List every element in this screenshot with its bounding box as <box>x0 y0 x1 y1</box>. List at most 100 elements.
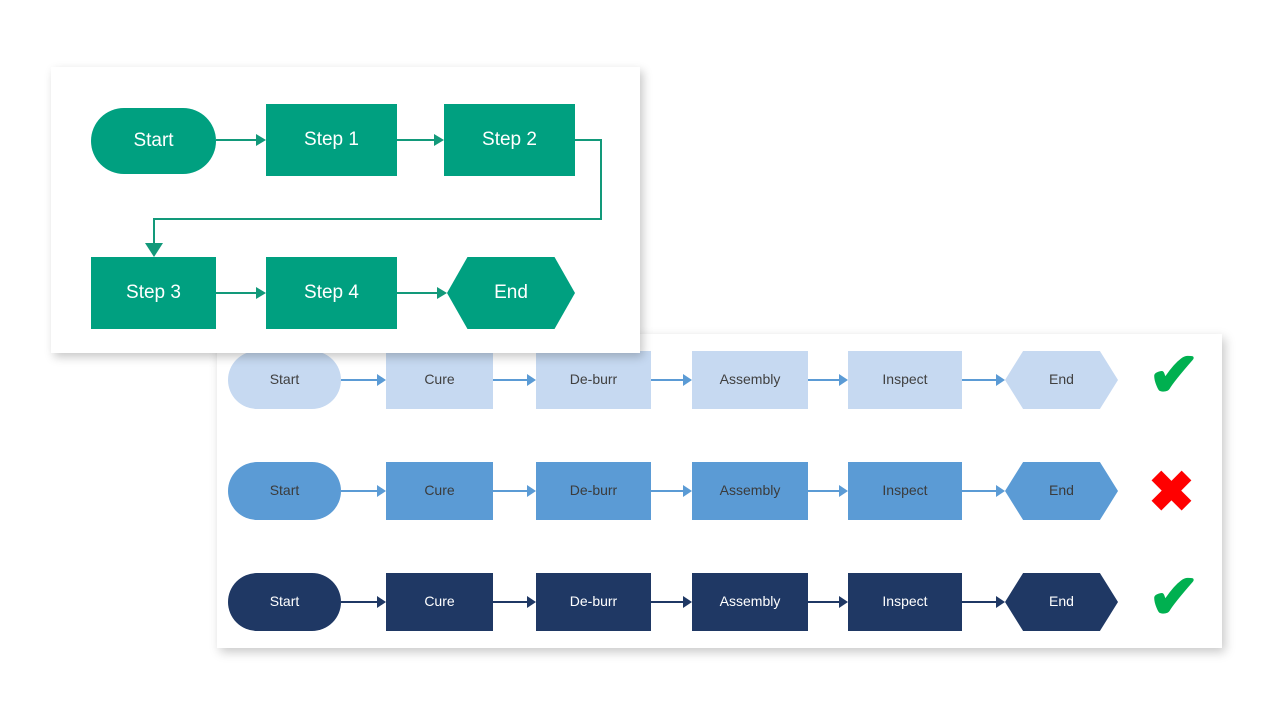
connector-row-light-3 <box>808 368 848 392</box>
connector-line <box>962 601 996 603</box>
connector-line <box>397 139 434 141</box>
flow-node-step3[interactable]: Step 3 <box>91 257 216 329</box>
flow-node-label: End <box>494 281 528 303</box>
verdict-check-icon: ✔ <box>1148 563 1200 632</box>
flow-node-start[interactable]: Start <box>91 108 216 174</box>
connector-line <box>651 490 683 492</box>
arrow-head-icon <box>377 485 386 497</box>
connector-step3-to-step4 <box>216 281 266 305</box>
process-node-label: Inspect <box>882 593 928 610</box>
process-node-row-dark-assembly[interactable]: Assembly <box>692 573 808 631</box>
process-node-label: Start <box>269 593 300 610</box>
arrow-head-icon <box>434 134 444 146</box>
process-node-label: End <box>1049 593 1074 610</box>
arrow-head-icon <box>996 596 1005 608</box>
connector-line <box>808 490 839 492</box>
process-node-row-medium-assembly[interactable]: Assembly <box>692 462 808 520</box>
connector-row-medium-4 <box>962 479 1005 503</box>
connector-line <box>397 292 437 294</box>
arrow-head-icon <box>996 485 1005 497</box>
arrow-head-icon <box>683 485 692 497</box>
connector-start-to-step1 <box>216 128 266 152</box>
process-node-label: Cure <box>424 482 455 499</box>
process-node-row-medium-end[interactable]: End <box>1005 462 1118 520</box>
arrow-head-icon <box>527 374 536 386</box>
connector-row-dark-4 <box>962 590 1005 614</box>
flow-node-label: Step 4 <box>304 281 359 303</box>
connector-line <box>493 601 527 603</box>
connector-row-dark-3 <box>808 590 848 614</box>
process-node-row-light-assembly[interactable]: Assembly <box>692 351 808 409</box>
arrow-head-icon <box>683 596 692 608</box>
process-node-label: De-burr <box>569 482 618 499</box>
connector-row-medium-0 <box>341 479 386 503</box>
process-node-row-light-end[interactable]: End <box>1005 351 1118 409</box>
connector-line <box>808 601 839 603</box>
connector-line <box>962 490 996 492</box>
process-node-label: Start <box>269 371 300 388</box>
connector-row-dark-1 <box>493 590 536 614</box>
connector-line <box>216 139 256 141</box>
connector-line <box>808 379 839 381</box>
process-node-row-light-start[interactable]: Start <box>228 351 341 409</box>
connector-line <box>216 292 256 294</box>
flow-node-step4[interactable]: Step 4 <box>266 257 397 329</box>
flow-node-step1[interactable]: Step 1 <box>266 104 397 176</box>
connector-row-light-4 <box>962 368 1005 392</box>
flow-node-step2[interactable]: Step 2 <box>444 104 575 176</box>
process-node-row-medium-start[interactable]: Start <box>228 462 341 520</box>
process-node-label: Inspect <box>882 482 928 499</box>
flow-node-label: Step 2 <box>482 128 537 150</box>
connector-line <box>341 490 377 492</box>
process-node-label: End <box>1049 371 1074 388</box>
connector-step4-to-end <box>397 281 447 305</box>
connector-row-dark-2 <box>651 590 692 614</box>
connector-row-medium-3 <box>808 479 848 503</box>
arrow-head-icon <box>527 485 536 497</box>
process-node-row-dark-start[interactable]: Start <box>228 573 341 631</box>
process-node-label: Inspect <box>882 371 928 388</box>
verdict-check-icon: ✔ <box>1148 341 1200 410</box>
connector-line <box>341 379 377 381</box>
verdict-cross-icon: ✖ <box>1148 460 1195 523</box>
arrow-head-icon <box>683 374 692 386</box>
process-node-label: Assembly <box>719 482 781 499</box>
process-node-row-medium-deburr[interactable]: De-burr <box>536 462 651 520</box>
process-node-row-dark-cure[interactable]: Cure <box>386 573 493 631</box>
process-node-row-medium-inspect[interactable]: Inspect <box>848 462 962 520</box>
arrow-head-icon <box>527 596 536 608</box>
process-node-row-dark-inspect[interactable]: Inspect <box>848 573 962 631</box>
connector-line <box>962 379 996 381</box>
process-node-label: Start <box>269 482 300 499</box>
process-node-row-light-cure[interactable]: Cure <box>386 351 493 409</box>
process-node-label: Assembly <box>719 593 781 610</box>
connector-row-light-2 <box>651 368 692 392</box>
connector-line <box>341 601 377 603</box>
connector-row-light-0 <box>341 368 386 392</box>
connector-line <box>493 490 527 492</box>
flow-node-label: Start <box>133 129 174 151</box>
arrow-head-icon <box>377 374 386 386</box>
process-node-label: End <box>1049 482 1074 499</box>
arrow-head-icon <box>839 485 848 497</box>
process-node-label: Cure <box>424 593 455 610</box>
arrow-head-icon <box>996 374 1005 386</box>
connector-row-medium-2 <box>651 479 692 503</box>
arrow-head-icon <box>437 287 447 299</box>
process-node-row-dark-end[interactable]: End <box>1005 573 1118 631</box>
process-node-label: De-burr <box>569 371 618 388</box>
connector-row-light-1 <box>493 368 536 392</box>
process-node-row-dark-deburr[interactable]: De-burr <box>536 573 651 631</box>
process-node-row-medium-cure[interactable]: Cure <box>386 462 493 520</box>
arrow-head-icon <box>839 596 848 608</box>
arrow-head-icon <box>256 134 266 146</box>
flow-node-end[interactable]: End <box>447 257 575 329</box>
process-node-row-light-deburr[interactable]: De-burr <box>536 351 651 409</box>
connector-row-dark-0 <box>341 590 386 614</box>
connector-step1-to-step2 <box>397 128 444 152</box>
arrow-head-icon <box>256 287 266 299</box>
flow-node-label: Step 1 <box>304 128 359 150</box>
connector-line <box>493 379 527 381</box>
process-node-row-light-inspect[interactable]: Inspect <box>848 351 962 409</box>
connector-line <box>651 601 683 603</box>
